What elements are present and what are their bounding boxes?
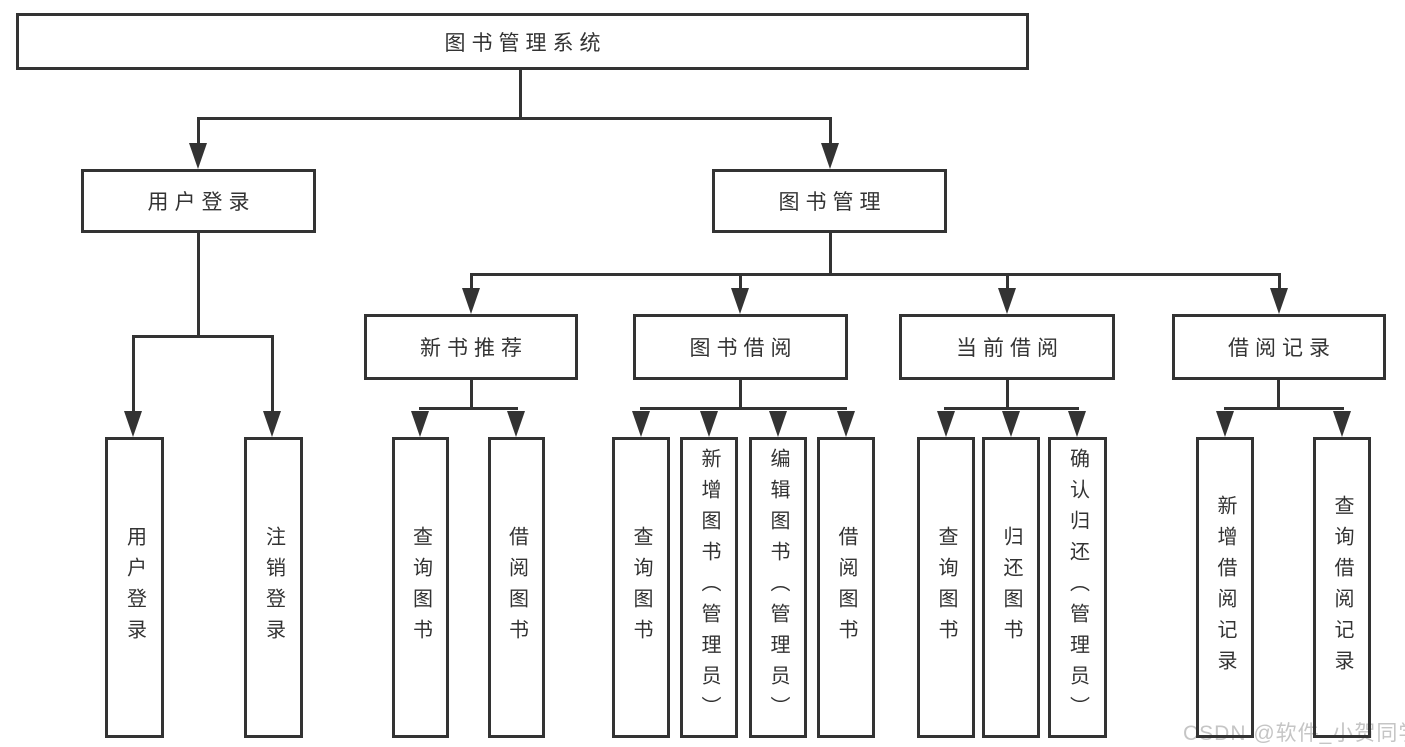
connector-line xyxy=(1277,380,1280,407)
node-new-book-recommendation: 新书推荐 xyxy=(364,314,578,380)
arrow-down-icon xyxy=(1270,288,1288,314)
leaf-return-books: 归还图书 xyxy=(982,437,1040,738)
connector-line xyxy=(197,233,200,335)
arrow-down-icon xyxy=(769,411,787,437)
leaf-query-books-borrow: 查询图书 xyxy=(612,437,670,738)
arrow-down-icon xyxy=(998,288,1016,314)
node-library-management-system: 图书管理系统 xyxy=(16,13,1029,70)
arrow-down-icon xyxy=(124,411,142,437)
connector-line xyxy=(1006,380,1009,407)
connector-line xyxy=(419,407,518,410)
arrow-down-icon xyxy=(1216,411,1234,437)
node-user-login: 用户登录 xyxy=(81,169,316,233)
csdn-watermark: CSDN @软件_小贺同学 xyxy=(1183,722,1405,745)
leaf-confirm-return-admin: 确认归还（管理员） xyxy=(1048,437,1107,738)
leaf-logout: 注销登录 xyxy=(244,437,303,738)
node-current-borrowing: 当前借阅 xyxy=(899,314,1115,380)
connector-line xyxy=(1278,276,1281,288)
leaf-borrow-books-recommend: 借阅图书 xyxy=(488,437,545,738)
connector-line xyxy=(470,273,1281,276)
arrow-down-icon xyxy=(837,411,855,437)
leaf-add-borrow-record: 新增借阅记录 xyxy=(1196,437,1254,738)
connector-line xyxy=(519,70,522,117)
leaf-user-login: 用户登录 xyxy=(105,437,164,738)
arrow-down-icon xyxy=(632,411,650,437)
arrow-down-icon xyxy=(263,411,281,437)
arrow-down-icon xyxy=(821,143,839,169)
node-book-management: 图书管理 xyxy=(712,169,947,233)
leaf-borrow-books: 借阅图书 xyxy=(817,437,875,738)
leaf-edit-books-admin: 编辑图书（管理员） xyxy=(749,437,807,738)
arrow-down-icon xyxy=(189,143,207,169)
connector-line xyxy=(1006,276,1009,288)
connector-line xyxy=(271,338,274,411)
arrow-down-icon xyxy=(1068,411,1086,437)
leaf-add-books-admin: 新增图书（管理员） xyxy=(680,437,738,738)
connector-line xyxy=(829,233,832,273)
connector-line xyxy=(739,380,742,407)
connector-line xyxy=(739,276,742,288)
connector-line xyxy=(829,120,832,144)
arrow-down-icon xyxy=(462,288,480,314)
connector-line xyxy=(197,120,200,144)
leaf-query-books-recommend: 查询图书 xyxy=(392,437,449,738)
arrow-down-icon xyxy=(411,411,429,437)
connector-line xyxy=(470,380,473,407)
arrow-down-icon xyxy=(700,411,718,437)
connector-line xyxy=(197,117,832,120)
connector-line xyxy=(132,335,274,338)
leaf-query-borrow-record: 查询借阅记录 xyxy=(1313,437,1371,738)
connector-line xyxy=(944,407,1079,410)
leaf-query-books-current: 查询图书 xyxy=(917,437,975,738)
connector-line xyxy=(470,276,473,288)
arrow-down-icon xyxy=(1002,411,1020,437)
connector-line xyxy=(640,407,847,410)
arrow-down-icon xyxy=(731,288,749,314)
arrow-down-icon xyxy=(937,411,955,437)
node-borrowing-records: 借阅记录 xyxy=(1172,314,1386,380)
arrow-down-icon xyxy=(1333,411,1351,437)
connector-line xyxy=(132,338,135,411)
arrow-down-icon xyxy=(507,411,525,437)
connector-line xyxy=(1224,407,1344,410)
node-book-borrowing: 图书借阅 xyxy=(633,314,848,380)
